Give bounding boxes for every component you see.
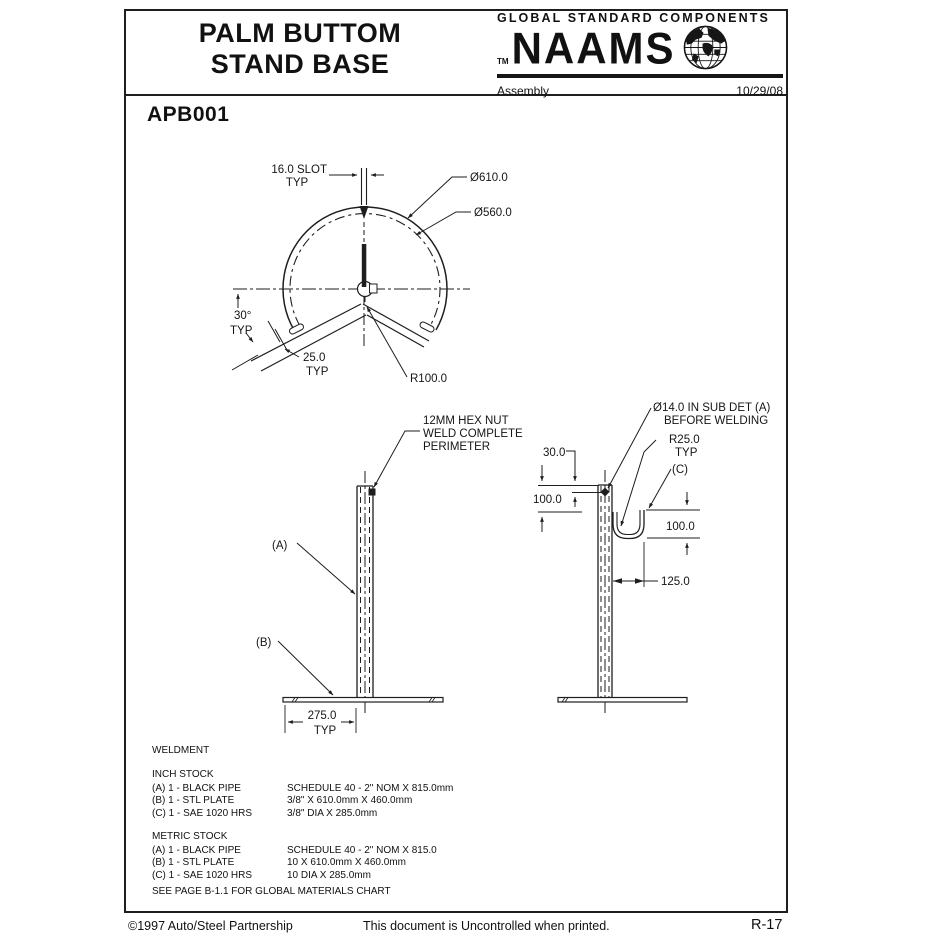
inch-stock-heading: INCH STOCK [152, 769, 214, 780]
metric-stock-heading: METRIC STOCK [152, 831, 228, 842]
dim-base-275-typ: TYP [314, 725, 337, 737]
brand-row: TM NAAMS [497, 25, 783, 72]
footer-page-ref: R-17 [751, 917, 783, 933]
part-number: APB001 [147, 103, 230, 126]
dim-r25-typ: TYP [675, 447, 698, 459]
brand-block: GLOBAL STANDARD COMPONENTS TM NAAMS [497, 11, 783, 98]
dim-slot-width-typ: TYP [306, 366, 329, 378]
hook-outer [612, 510, 645, 540]
dim-125: 125.0 [661, 576, 690, 588]
stock-row: (B) 1 - STL PLATE 10 X 610.0mm X 460.0mm [152, 857, 437, 869]
hex-nut [368, 488, 376, 496]
dim-radius-r100: R100.0 [410, 373, 447, 385]
stock-spec: 10 DIA X 285.0mm [287, 869, 371, 881]
dim-r25: R25.0 [669, 434, 700, 446]
front-view: 12MM HEX NUT WELD COMPLETE PERIMETER (A)… [256, 415, 523, 737]
note-hexnut-line3: PERIMETER [423, 441, 490, 453]
doc-type-label: Assembly [497, 83, 550, 98]
stock-spec: 3/8" DIA X 285.0mm [287, 807, 378, 819]
brand-subrow: Assembly 10/29/08 [497, 84, 783, 98]
dim-angle-30: 30° [234, 310, 251, 322]
stock-spec: SCHEDULE 40 - 2" NOM X 815.0 [287, 845, 437, 857]
note-hexnut-line1: 12MM HEX NUT [423, 415, 509, 427]
dim-30: 30.0 [543, 447, 565, 459]
base-plate [282, 696, 444, 703]
doc-date: 10/29/08 [736, 83, 783, 98]
hook-inner [616, 510, 641, 536]
dim-dia-560: Ø560.0 [474, 207, 512, 219]
dim-base-275: 275.0 [308, 710, 337, 722]
side-view: Ø14.0 IN SUB DET (A) BEFORE WELDING R25.… [533, 402, 771, 716]
label-c: (C) [672, 464, 688, 476]
stock-item: (C) 1 - SAE 1020 HRS [152, 869, 253, 881]
slot-bar [361, 244, 367, 287]
trademark-symbol: TM [497, 57, 509, 66]
label-b: (B) [256, 637, 272, 649]
footer-copyright: ©1997 Auto/Steel Partnership [128, 919, 293, 933]
stock-item: (C) 1 - SAE 1020 HRS [152, 807, 253, 819]
header-divider [124, 94, 788, 96]
see-page-note: SEE PAGE B-1.1 FOR GLOBAL MATERIALS CHAR… [152, 886, 391, 897]
dim-100-right: 100.0 [666, 521, 695, 533]
dim-dia-610: Ø610.0 [470, 172, 508, 184]
stock-item: (A) 1 - BLACK PIPE [152, 783, 241, 795]
note-hole-line1: Ø14.0 IN SUB DET (A) [653, 402, 771, 414]
stock-row: (A) 1 - BLACK PIPE SCHEDULE 40 - 2" NOM … [152, 783, 453, 795]
dim-slot-width-25: 25.0 [303, 352, 325, 364]
footer-notice: This document is Uncontrolled when print… [363, 919, 610, 933]
hole-marker [600, 487, 610, 497]
brand-tagline: GLOBAL STANDARD COMPONENTS [497, 11, 770, 25]
stock-item: (B) 1 - STL PLATE [152, 795, 235, 807]
slot-arrow [359, 206, 369, 219]
globe-icon [683, 25, 727, 70]
stock-row: (C) 1 - SAE 1020 HRS 3/8" DIA X 285.0mm [152, 808, 453, 820]
title-line2: STAND BASE [210, 49, 390, 79]
metric-stock-block: METRIC STOCK (A) 1 - BLACK PIPE SCHEDULE… [152, 831, 437, 882]
note-hole-line2: BEFORE WELDING [664, 415, 768, 427]
note-hexnut-line2: WELD COMPLETE [423, 428, 523, 440]
stock-spec: SCHEDULE 40 - 2" NOM X 815.0mm [287, 783, 454, 795]
top-view: 16.0 SLOT TYP Ø610.0 Ø560.0 30° TYP 25.0… [230, 164, 512, 385]
stock-spec: 3/8" X 610.0mm X 460.0mm [287, 795, 413, 807]
stock-item: (B) 1 - STL PLATE [152, 857, 235, 869]
stock-row: (B) 1 - STL PLATE 3/8" X 610.0mm X 460.0… [152, 795, 453, 807]
stock-item: (A) 1 - BLACK PIPE [152, 845, 241, 857]
dim-angle-30-typ: TYP [230, 325, 253, 337]
title-line1: PALM BUTTOM [198, 18, 402, 48]
brand-logo-text: NAAMS [511, 23, 676, 74]
dim-slot-16-typ: TYP [286, 177, 309, 189]
stock-row: (A) 1 - BLACK PIPE SCHEDULE 40 - 2" NOM … [152, 845, 437, 857]
dim-100-left: 100.0 [533, 494, 562, 506]
label-a: (A) [272, 540, 288, 552]
sheet-frame [124, 9, 788, 913]
stock-row: (C) 1 - SAE 1020 HRS 10 DIA X 285.0mm [152, 870, 437, 882]
inch-stock-block: INCH STOCK (A) 1 - BLACK PIPE SCHEDULE 4… [152, 769, 453, 820]
title-block: PALM BUTTOM STAND BASE [150, 18, 450, 80]
weldment-heading: WELDMENT [152, 745, 210, 756]
stock-spec: 10 X 610.0mm X 460.0mm [287, 857, 406, 869]
base-plate-side [557, 696, 688, 703]
dim-slot-16: 16.0 SLOT [271, 164, 327, 176]
brand-rule [497, 74, 783, 78]
